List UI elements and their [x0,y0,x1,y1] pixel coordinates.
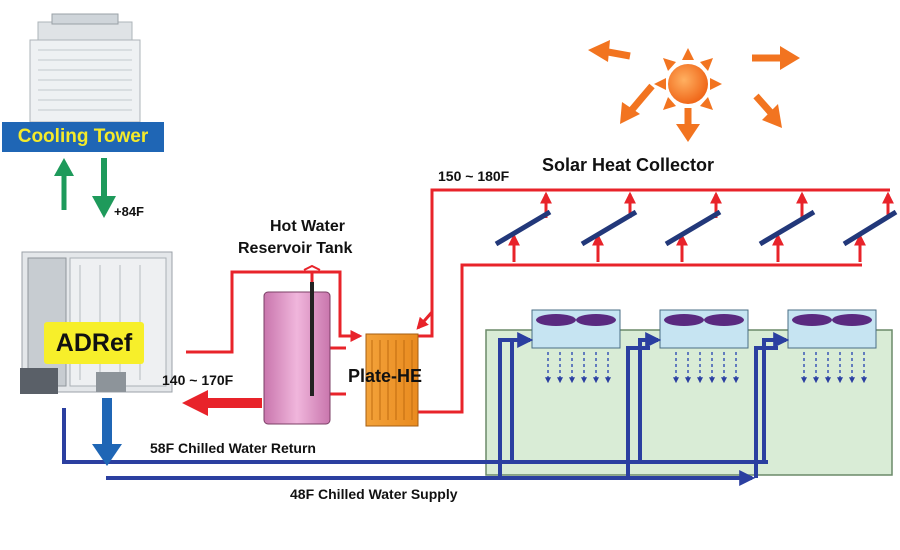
fan-coil-unit-1 [531,309,621,349]
adref-label: ADRef [44,322,144,364]
fan-coil-unit-3 [787,309,877,349]
hot-water-out-arrow [182,390,262,416]
hot-water-tank [263,264,331,425]
hot-water-loop [186,188,890,414]
cooling-water-arrows [54,158,116,218]
hot-water-tank-label-line2: Reservoir Tank [238,240,353,257]
cooling-temp-label: +84F [114,204,144,219]
plate-he-label: Plate-HE [348,366,423,386]
solar-temp-label: 150 ~ 180F [438,168,510,184]
hot-water-tank-label-line1: Hot Water [270,218,345,235]
cooling-tower-illustration [29,13,141,123]
chilled-supply-label: 48F Chilled Water Supply [290,486,458,502]
hot-water-temp-label: 140 ~ 170F [162,372,234,388]
cooled-room [485,329,893,476]
chilled-return-label: 58F Chilled Water Return [150,440,316,456]
fan-coil-units [531,309,877,384]
cooling-tower-label: Cooling Tower [2,122,164,152]
chilled-supply-down-arrow [92,398,122,466]
solar-collectors [494,191,898,262]
sun-icon [588,40,800,142]
chilled-water-loop [62,332,790,486]
fan-coil-unit-2 [659,309,749,349]
solar-collector-label: Solar Heat Collector [542,155,715,175]
plate-heat-exchanger [365,333,419,427]
